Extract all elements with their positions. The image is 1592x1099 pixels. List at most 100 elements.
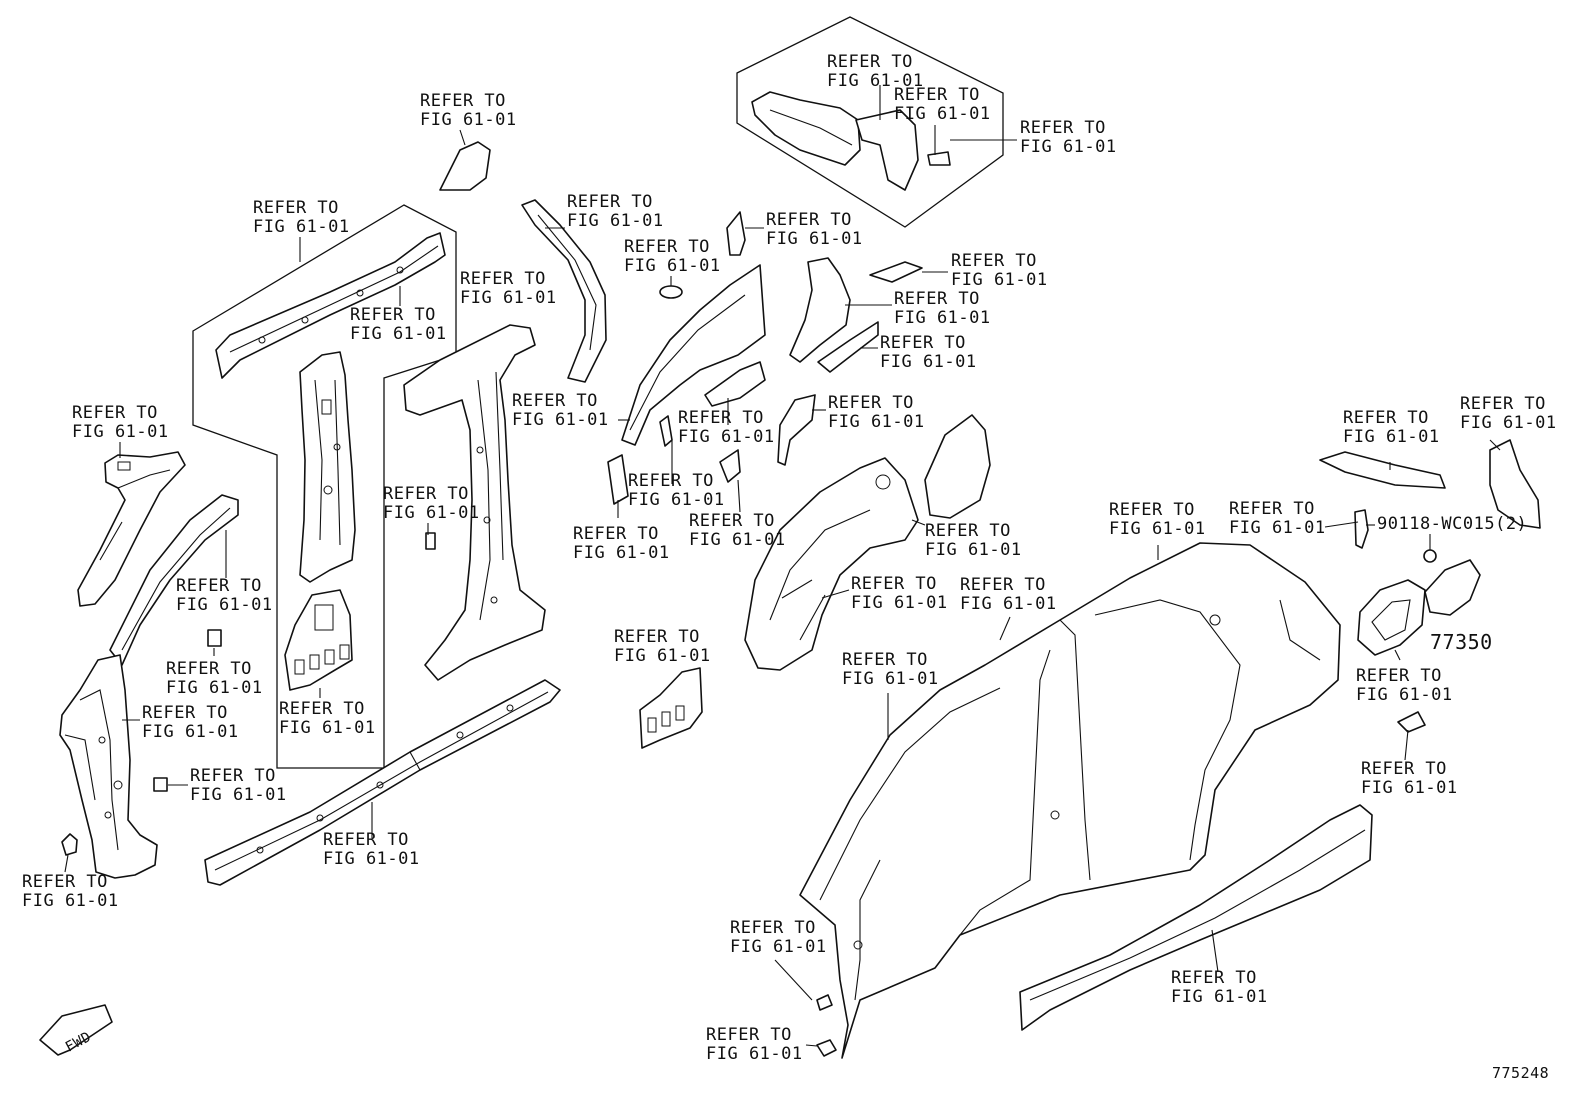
callout-line-2: FIG 61-01 bbox=[279, 718, 376, 738]
roof-rail-rear-bracket bbox=[855, 109, 919, 191]
center-pillar-outer-reinforcement bbox=[403, 324, 546, 681]
callout-line-1: REFER TO bbox=[1109, 500, 1195, 520]
callout-line-1: REFER TO bbox=[460, 269, 546, 289]
lock-pillar-brace bbox=[777, 394, 816, 466]
callout-line-1: REFER TO bbox=[628, 471, 714, 491]
callout-line-1: REFER TO bbox=[176, 576, 262, 596]
callout-line-1: REFER TO bbox=[166, 659, 252, 679]
callout-line-2: FIG 61-01 bbox=[22, 891, 119, 911]
grommet bbox=[659, 285, 683, 299]
callout-line-2: FIG 61-01 bbox=[350, 324, 447, 344]
callout-line-1: REFER TO bbox=[827, 52, 913, 72]
callout-line-1: REFER TO bbox=[624, 237, 710, 257]
small-retainer bbox=[1397, 711, 1426, 733]
callout-line-2: FIG 61-01 bbox=[323, 849, 420, 869]
callout-line-2: FIG 61-01 bbox=[827, 71, 924, 91]
callout-line-1: REFER TO bbox=[190, 766, 276, 786]
callout-line-2: FIG 61-01 bbox=[842, 669, 939, 689]
callout-line-2: FIG 61-01 bbox=[828, 412, 925, 432]
front-hinge-pillar bbox=[59, 654, 158, 879]
quarter-pillar-brace bbox=[726, 211, 746, 256]
callout-line-2: FIG 61-01 bbox=[573, 543, 670, 563]
roof-rail-rear-inner bbox=[751, 91, 861, 166]
callout-line-1: REFER TO bbox=[1020, 118, 1106, 138]
callout-line-1: REFER TO bbox=[1361, 759, 1447, 779]
callout-line-2: FIG 61-01 bbox=[1356, 685, 1453, 705]
callout-line-2: FIG 61-01 bbox=[730, 937, 827, 957]
small-bracket-a bbox=[207, 629, 222, 647]
callout-line-2: FIG 61-01 bbox=[624, 256, 721, 276]
callout-line-1: REFER TO bbox=[512, 391, 598, 411]
fwd-arrow-icon bbox=[39, 1004, 113, 1056]
front-pillar-inner-panel bbox=[109, 494, 239, 666]
callout-line-1: REFER TO bbox=[253, 198, 339, 218]
small-clip-c bbox=[61, 833, 78, 856]
callout-line-2: FIG 61-01 bbox=[706, 1044, 803, 1064]
callout-line-2: FIG 61-01 bbox=[766, 229, 863, 249]
rear-pillar-gusset bbox=[924, 414, 991, 519]
callout-line-1: REFER TO bbox=[766, 210, 852, 230]
callout-line-1: REFER TO bbox=[706, 1025, 792, 1045]
callout-line-1: REFER TO bbox=[614, 627, 700, 647]
callout-line-1: REFER TO bbox=[279, 699, 365, 719]
callout-line-1: REFER TO bbox=[951, 251, 1037, 271]
callout-line-1: REFER TO bbox=[383, 484, 469, 504]
roof-side-group-frame bbox=[736, 16, 1004, 228]
small-clip-f bbox=[816, 1039, 837, 1057]
callout-line-1: REFER TO bbox=[730, 918, 816, 938]
small-clip-e bbox=[816, 994, 833, 1011]
callout-line-1: REFER TO bbox=[828, 393, 914, 413]
small-gusset-c bbox=[719, 449, 741, 483]
group-frames bbox=[192, 16, 1004, 769]
callout-line-1: REFER TO bbox=[1229, 499, 1315, 519]
callout-line-1: REFER TO bbox=[678, 408, 764, 428]
callout-line-2: FIG 61-01 bbox=[689, 530, 786, 550]
small-gusset-b bbox=[607, 454, 629, 505]
callout-line-2: FIG 61-01 bbox=[894, 104, 991, 124]
callout-line-2: FIG 61-01 bbox=[614, 646, 711, 666]
rocker-outer-panel bbox=[1019, 804, 1373, 1031]
callout-line-2: FIG 61-01 bbox=[678, 427, 775, 447]
callout-line-2: FIG 61-01 bbox=[925, 540, 1022, 560]
callout-line-1: REFER TO bbox=[880, 333, 966, 353]
small-bracket-b bbox=[153, 777, 168, 792]
center-pillar-inner bbox=[299, 351, 356, 583]
rear-wheelhouse-outer bbox=[744, 457, 919, 671]
small-tab bbox=[927, 151, 951, 166]
diagram-number: 775248 bbox=[1492, 1064, 1549, 1082]
callout-line-1: REFER TO bbox=[925, 521, 1011, 541]
callout-line-2: FIG 61-01 bbox=[253, 217, 350, 237]
rocker-reinforcement-plate bbox=[639, 667, 703, 749]
center-pillar-group-frame bbox=[192, 204, 457, 769]
callout-line-2: FIG 61-01 bbox=[190, 785, 287, 805]
small-clip-d bbox=[425, 532, 436, 550]
small-plate bbox=[869, 261, 923, 283]
callout-line-2: FIG 61-01 bbox=[894, 308, 991, 328]
callout-line-1: REFER TO bbox=[22, 872, 108, 892]
roof-side-outer-rail bbox=[521, 199, 607, 383]
parts bbox=[39, 91, 1541, 1059]
callout-line-2: FIG 61-01 bbox=[851, 593, 948, 613]
front-pillar-upper-reinforcement bbox=[77, 451, 186, 607]
callout-line-1: REFER TO bbox=[894, 85, 980, 105]
callout-line-1: REFER TO bbox=[420, 91, 506, 111]
callout-line-1: REFER TO bbox=[689, 511, 775, 531]
callout-line-2: FIG 61-01 bbox=[142, 722, 239, 742]
cowl-side-bracket bbox=[439, 141, 491, 191]
leader-lines bbox=[64, 85, 1501, 1047]
bolt-part-number: 90118-WC015(2) bbox=[1377, 514, 1527, 534]
callout-line-1: REFER TO bbox=[350, 305, 436, 325]
package-tray-bracket bbox=[704, 361, 766, 407]
callouts: REFER TO FIG 61-01 REFER TO FIG 61-01 RE… bbox=[22, 52, 1556, 1064]
callout-line-1: REFER TO bbox=[894, 289, 980, 309]
callout-line-1: REFER TO bbox=[323, 830, 409, 850]
callout-line-1: REFER TO bbox=[567, 192, 653, 212]
quarter-lower-brace bbox=[817, 321, 879, 373]
callout-line-2: FIG 61-01 bbox=[383, 503, 480, 523]
fuel-filler-housing bbox=[1357, 579, 1426, 656]
callout-line-2: FIG 61-01 bbox=[880, 352, 977, 372]
callout-line-1: REFER TO bbox=[1460, 394, 1546, 414]
center-pillar-lower-reinforcement bbox=[284, 589, 353, 691]
callout-line-1: REFER TO bbox=[842, 650, 928, 670]
